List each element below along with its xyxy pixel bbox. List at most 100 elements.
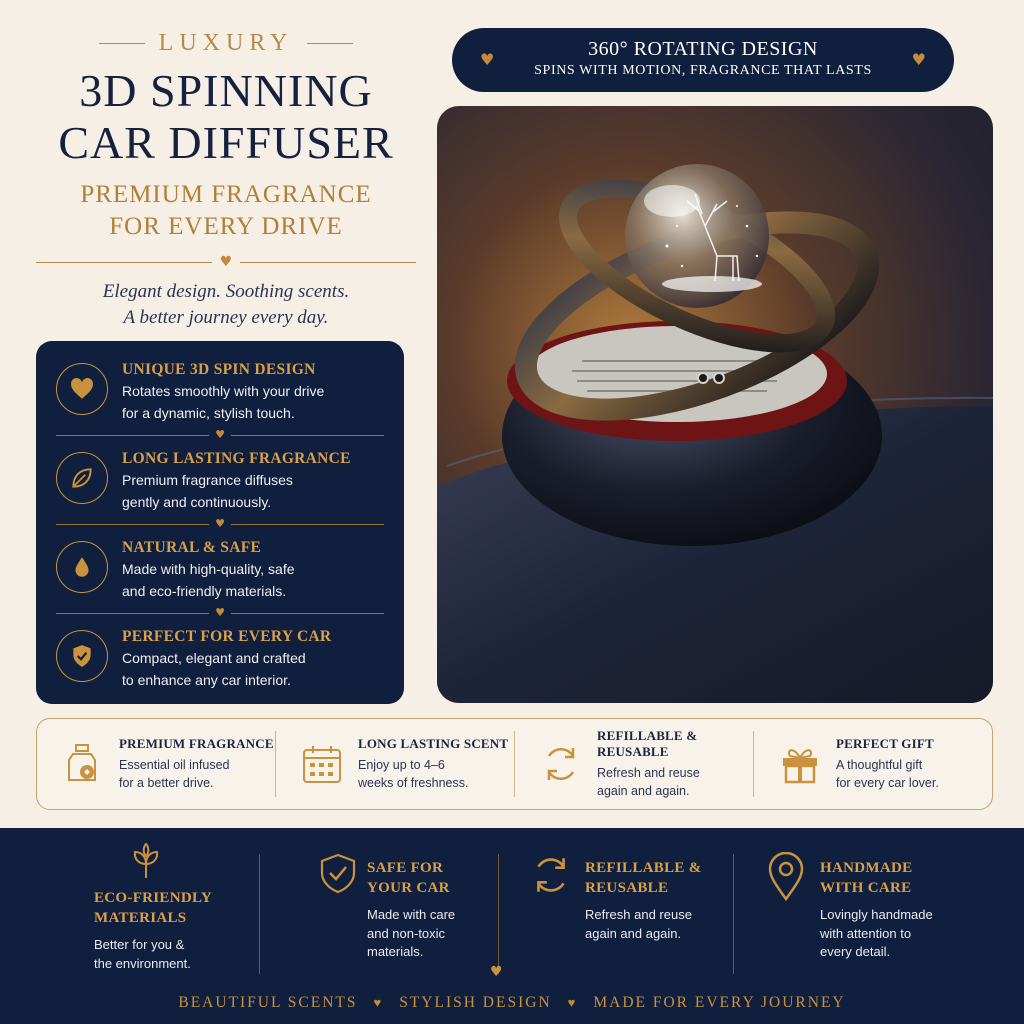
benefits-strip: PREMIUM FRAGRANCE Essential oil infused … bbox=[36, 718, 993, 810]
feature-text: Made with high-quality, safe bbox=[122, 561, 295, 577]
feature-title: NATURAL & SAFE bbox=[122, 539, 262, 556]
feature-item: LONG LASTING FRAGRANCE Premium fragrance… bbox=[56, 442, 384, 517]
bottom-feature-title: REFILLABLE & bbox=[585, 860, 702, 876]
bottom-feature-text: Refresh and reuse bbox=[585, 907, 692, 922]
feature-text: Compact, elegant and crafted bbox=[122, 650, 306, 666]
benefit-text: for every car lover. bbox=[836, 776, 939, 790]
droplet-icon bbox=[56, 541, 108, 593]
car-diffuser-illustration bbox=[437, 164, 993, 703]
title-line-1: 3D SPINNING bbox=[79, 65, 373, 116]
bottom-feature: HANDMADE WITH CARE Lovingly handmade wit… bbox=[820, 850, 933, 962]
bottom-feature-title: ECO-FRIENDLY bbox=[94, 890, 213, 906]
bottom-band: ECO-FRIENDLY MATERIALS Better for you & … bbox=[0, 828, 1024, 1024]
bottom-feature-text: Better for you & bbox=[94, 937, 185, 952]
leaf-icon bbox=[56, 452, 108, 504]
benefit-text: Refresh and reuse bbox=[597, 766, 700, 780]
benefit-item: PERFECT GIFT A thoughtful gift for every… bbox=[753, 731, 992, 797]
bottom-feature-text: with attention to bbox=[820, 925, 912, 941]
eyebrow-label: LUXURY bbox=[158, 30, 294, 56]
divider bbox=[259, 854, 260, 974]
feature-text: to enhance any car interior. bbox=[122, 672, 291, 688]
bottom-feature-text: Lovingly handmade bbox=[820, 907, 933, 922]
tagline-line-2: A better journey every day. bbox=[123, 307, 329, 328]
heart-icon: ♥ bbox=[480, 50, 495, 69]
bottom-feature: REFILLABLE & REUSABLE Refresh and reuse … bbox=[585, 850, 702, 943]
bottom-feature-text: every detail. bbox=[820, 944, 891, 959]
benefit-item: LONG LASTING SCENT Enjoy up to 4–6 weeks… bbox=[275, 731, 514, 797]
benefit-text: again and again. bbox=[597, 784, 690, 798]
footer-tag: STYLISH DESIGN bbox=[399, 994, 552, 1011]
benefit-item: PREMIUM FRAGRANCE Essential oil infused … bbox=[37, 731, 275, 797]
location-pin-icon bbox=[768, 852, 804, 902]
benefit-text: A thoughtful gift bbox=[836, 758, 923, 772]
feature-text: Rotates smoothly with your drive bbox=[122, 383, 325, 399]
heart-icon: ♥ bbox=[373, 995, 384, 1010]
feature-item: NATURAL & SAFE Made with high-quality, s… bbox=[56, 531, 384, 606]
feature-panel: UNIQUE 3D SPIN DESIGN Rotates smoothly w… bbox=[36, 341, 404, 704]
bottom-feature: SAFE FOR YOUR CAR Made with care and non… bbox=[367, 850, 455, 962]
title-line-2: CAR DIFFUSER bbox=[58, 117, 394, 168]
bottom-feature-title: SAFE FOR bbox=[367, 860, 444, 876]
badge-title: 360° ROTATING DESIGN bbox=[588, 38, 818, 60]
sprout-icon bbox=[133, 842, 159, 878]
bottom-feature-text: again and again. bbox=[585, 925, 682, 941]
feature-item: UNIQUE 3D SPIN DESIGN Rotates smoothly w… bbox=[56, 353, 384, 428]
feature-text: gently and continuously. bbox=[122, 494, 272, 510]
heart-icon bbox=[56, 363, 108, 415]
bottle-icon bbox=[68, 744, 96, 781]
feature-item: PERFECT FOR EVERY CAR Compact, elegant a… bbox=[56, 620, 384, 695]
bottom-feature-title: REUSABLE bbox=[585, 880, 669, 896]
subtitle-line-1: PREMIUM FRAGRANCE bbox=[80, 181, 372, 208]
footer-tag: BEAUTIFUL SCENTS bbox=[178, 994, 358, 1011]
benefit-text: Essential oil infused bbox=[119, 758, 230, 772]
bottom-feature-title: YOUR CAR bbox=[367, 880, 450, 896]
bottom-feature-text: and non-toxic bbox=[367, 925, 446, 941]
benefit-text: Enjoy up to 4–6 bbox=[358, 758, 445, 772]
benefit-title: REFILLABLE & REUSABLE bbox=[597, 728, 698, 759]
divider bbox=[733, 854, 734, 974]
divider bbox=[498, 854, 499, 974]
feature-title: UNIQUE 3D SPIN DESIGN bbox=[122, 361, 316, 378]
footer-tagline-row: BEAUTIFUL SCENTS ♥ STYLISH DESIGN ♥ MADE FOR… bbox=[0, 994, 1024, 1012]
refresh-icon bbox=[547, 747, 575, 781]
benefit-title: PERFECT GIFT bbox=[836, 736, 934, 751]
benefit-title: PREMIUM FRAGRANCE bbox=[119, 736, 274, 751]
heart-icon: ♥ bbox=[490, 964, 503, 980]
benefit-text: weeks of freshness. bbox=[358, 776, 469, 790]
badge-subtitle: SPINS WITH MOTION, FRAGRANCE THAT LASTS bbox=[534, 63, 872, 78]
tagline-line-1: Elegant design. Soothing scents. bbox=[102, 281, 350, 302]
heart-divider: ♥ bbox=[56, 606, 384, 620]
heart-icon: ♥ bbox=[911, 50, 926, 69]
divider bbox=[307, 43, 354, 44]
bottom-feature-title: WITH CARE bbox=[820, 880, 912, 896]
bottom-feature-title: MATERIALS bbox=[94, 910, 187, 926]
benefit-item: REFILLABLE & REUSABLE Refresh and reuse … bbox=[514, 728, 753, 798]
bottom-feature: ECO-FRIENDLY MATERIALS Better for you & … bbox=[94, 842, 212, 973]
feature-text: for a dynamic, stylish touch. bbox=[122, 405, 295, 421]
bottom-feature-text: materials. bbox=[367, 944, 424, 959]
benefit-text: for a better drive. bbox=[119, 776, 214, 790]
feature-title: PERFECT FOR EVERY CAR bbox=[122, 628, 332, 645]
bottom-feature-text: the environment. bbox=[94, 955, 191, 971]
divider bbox=[98, 43, 145, 44]
shield-check-icon bbox=[56, 630, 108, 682]
shield-check-icon bbox=[320, 853, 356, 894]
bottom-feature-title: HANDMADE bbox=[820, 860, 913, 876]
heart-icon: ♥ bbox=[567, 995, 578, 1010]
product-photo bbox=[437, 106, 993, 703]
gift-icon bbox=[783, 749, 817, 784]
footer-tag: MADE FOR EVERY JOURNEY bbox=[593, 994, 846, 1011]
feature-text: Premium fragrance diffuses bbox=[122, 472, 293, 488]
rotating-design-badge: ♥ 360° ROTATING DESIGN SPINS WITH MOTION… bbox=[452, 28, 954, 92]
calendar-icon bbox=[303, 746, 341, 783]
refresh-icon bbox=[537, 858, 565, 892]
subtitle-line-2: FOR EVERY DRIVE bbox=[109, 213, 343, 240]
eyebrow-row: LUXURY bbox=[36, 30, 416, 57]
feature-title: LONG LASTING FRAGRANCE bbox=[122, 450, 351, 467]
heart-icon: ♥ bbox=[219, 254, 233, 270]
heart-divider: ♥ bbox=[36, 255, 416, 269]
bottom-feature-text: Made with care bbox=[367, 907, 456, 922]
heart-divider: ♥ bbox=[56, 517, 384, 531]
heart-divider: ♥ bbox=[56, 428, 384, 442]
hero-headline: LUXURY 3D SPINNING CAR DIFFUSER PREMIUM … bbox=[36, 24, 416, 331]
